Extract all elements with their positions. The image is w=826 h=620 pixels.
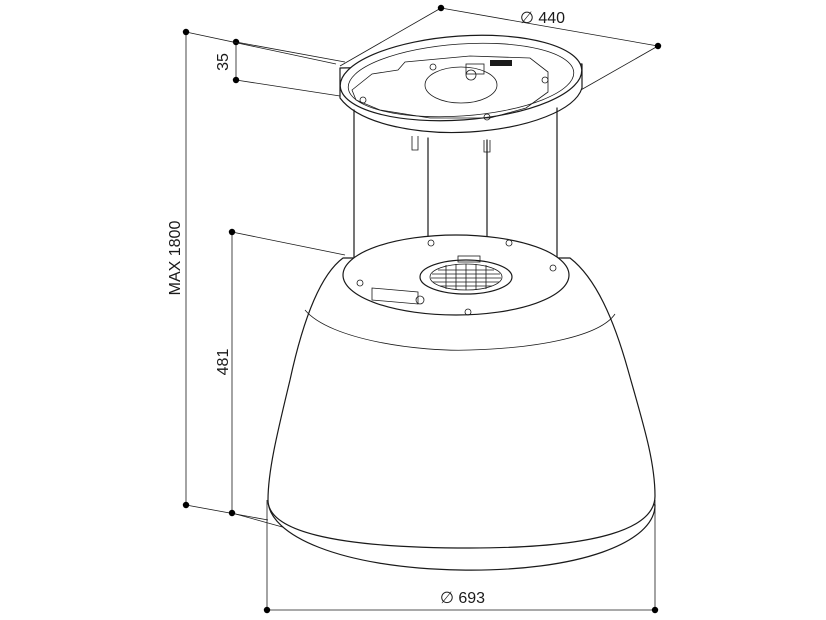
fixing-hole [464, 308, 472, 316]
fixing-hole [465, 69, 477, 81]
top-height-label: 35 [215, 53, 232, 71]
ceiling-mount-plate [339, 34, 583, 153]
dim-endpoint [651, 606, 659, 614]
dim-endpoint [232, 76, 240, 84]
outlet-grille [419, 255, 513, 295]
fixing-hole [549, 264, 557, 272]
grille-tab [457, 255, 481, 263]
label-plate [490, 60, 512, 66]
dim-endpoint [228, 509, 236, 517]
max-height-label: MAX 1800 [167, 221, 184, 296]
electrical-box [371, 287, 419, 305]
dim-top-height: 35 [215, 38, 346, 97]
fixing-hole [356, 279, 364, 287]
body-height-label: 481 [215, 349, 232, 376]
dim-endpoint [232, 38, 240, 46]
hood-body [267, 234, 656, 571]
fixing-hole [429, 63, 437, 71]
fixing-hole [483, 113, 491, 121]
top-diameter-label: ∅ 440 [520, 10, 565, 27]
dim-endpoint [263, 606, 271, 614]
dim-endpoint [437, 4, 445, 12]
bottom-diameter-label: ∅ 693 [440, 590, 485, 607]
fixing-hole [541, 76, 549, 84]
dim-endpoint [654, 42, 662, 50]
bracket-tab [465, 63, 485, 75]
fixing-hole [359, 96, 367, 104]
fixing-hole [505, 239, 513, 247]
dim-bottom-diameter: ∅ 693 [263, 500, 659, 614]
dim-top-diameter: ∅ 440 [339, 4, 662, 96]
dim-endpoint [228, 228, 236, 236]
fixing-hole [427, 239, 435, 247]
dim-max-height: MAX 1800 [167, 28, 337, 521]
fixing-hole [415, 295, 425, 305]
dim-body-height: 481 [215, 228, 346, 529]
dim-endpoint [182, 501, 190, 509]
center-hole [424, 66, 498, 104]
dim-endpoint [182, 28, 190, 36]
